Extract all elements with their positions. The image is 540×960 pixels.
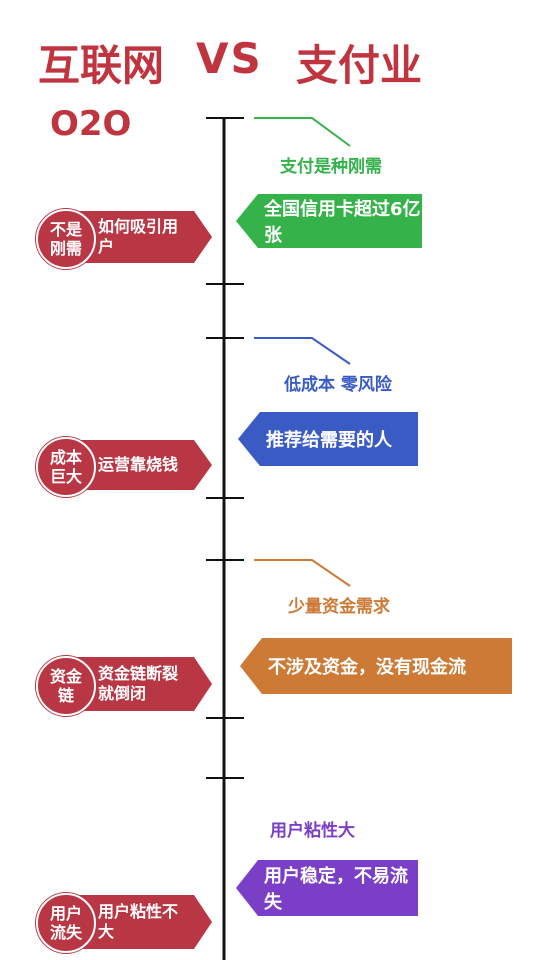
issue-circle: 成本巨大: [36, 437, 96, 497]
header-left-title: 互联网: [38, 41, 165, 90]
issue-circle-text: 资金链: [49, 667, 82, 705]
solution-text: 不涉及资金，没有现金流: [268, 657, 466, 678]
issue-circle: 资金链: [36, 656, 96, 716]
o2o-label: O2O: [50, 104, 132, 144]
solution-text: 全国信用卡超过6亿张: [264, 199, 421, 246]
connector-green: [254, 117, 351, 147]
solution-banner: 不涉及资金，没有现金流: [240, 638, 512, 694]
header-vs: VS: [196, 34, 263, 83]
solution-caption: 少量资金需求: [288, 597, 390, 617]
issue-circle-text: 成本巨大: [49, 448, 82, 486]
connector-blue: [254, 337, 351, 365]
issue-circle: 用户流失: [36, 893, 96, 953]
solution-caption: 低成本 零风险: [284, 375, 392, 395]
issue-circle: 不是刚需: [36, 209, 96, 269]
solution-caption: 支付是种刚需: [280, 157, 382, 177]
solution-banner: 推荐给需要的人: [238, 412, 418, 466]
solution-caption: 用户粘性大: [270, 821, 355, 841]
issue-text: 资金链断裂就倒闭: [98, 664, 179, 703]
header-right-title: 支付业: [296, 41, 423, 90]
issue-text: 如何吸引用户: [98, 217, 179, 256]
connector-orange: [254, 559, 351, 587]
issue-circle-text: 用户流失: [49, 904, 82, 942]
solution-banner: 用户稳定，不易流失: [236, 860, 418, 916]
issue-circle-text: 不是刚需: [49, 220, 82, 258]
solution-text: 用户稳定，不易流失: [264, 866, 408, 913]
issue-text: 用户粘性不大: [98, 902, 179, 941]
solution-banner: 全国信用卡超过6亿张: [236, 194, 422, 248]
solution-text: 推荐给需要的人: [266, 430, 392, 451]
issue-text: 运营靠烧钱: [98, 455, 179, 474]
